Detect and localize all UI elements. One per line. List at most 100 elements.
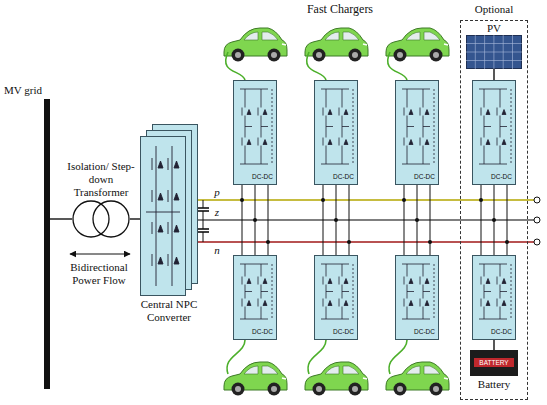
drawing-part — [261, 146, 262, 165]
drawing-part — [497, 299, 498, 307]
grid-busbar — [44, 99, 50, 389]
drawing-part — [321, 89, 349, 90]
annotation: Bidirectional Power Flow — [56, 261, 142, 287]
drawing-part — [466, 43, 522, 44]
drawing-part — [484, 89, 485, 108]
drawing-part — [339, 138, 340, 146]
drawing-part — [203, 232, 204, 242]
section-heading: Fast Chargers — [290, 3, 390, 16]
drawing-part — [502, 110, 506, 115]
drawing-part — [73, 201, 109, 237]
bus-name: p — [212, 186, 222, 199]
drawing-part — [409, 110, 413, 115]
drawing-part — [328, 110, 332, 115]
junction-dot — [240, 198, 509, 244]
drawing-part — [466, 60, 522, 61]
drawing-part — [423, 291, 430, 292]
drawing-part — [307, 52, 326, 80]
drawing-part — [323, 277, 324, 285]
drawing-part — [326, 291, 333, 292]
bus-p — [198, 199, 534, 201]
drawing-part — [420, 108, 421, 116]
drawing-part — [247, 301, 251, 306]
converter-type-label: DC-DC — [491, 173, 512, 181]
capacitor-symbol — [197, 200, 209, 242]
drawing-part — [263, 110, 267, 115]
drawing-part — [342, 146, 343, 165]
drawing-part — [240, 164, 268, 165]
drawing-part — [425, 140, 429, 145]
converter-type-label: DC-DC — [333, 328, 354, 336]
drawing-part — [227, 340, 245, 374]
drawing-part — [321, 264, 353, 319]
converter-schematic — [315, 81, 357, 184]
drawing-part — [420, 138, 421, 146]
drawing-part — [479, 198, 483, 202]
drawing-part — [344, 301, 348, 306]
drawing-part — [323, 108, 324, 116]
drawing-part — [342, 291, 349, 292]
drawing-part — [344, 140, 348, 145]
drawing-part — [434, 264, 435, 319]
drawing-part — [402, 89, 430, 90]
drawing-part — [425, 279, 429, 284]
wire-connector — [493, 69, 494, 80]
converter-schematic — [473, 256, 515, 339]
drawing-part — [534, 197, 540, 203]
drawing-part — [321, 89, 353, 164]
drawing-part — [146, 146, 180, 286]
drawing-part — [328, 301, 332, 306]
drawing-part — [258, 277, 259, 285]
wire-connector — [493, 340, 494, 350]
drawing-part — [328, 279, 332, 284]
drawing-part — [158, 161, 163, 168]
dcdc-node: DC-DC — [472, 255, 516, 340]
dcdc-node: DC-DC — [233, 80, 277, 185]
converter-label: Central NPC Converter — [134, 298, 204, 324]
drawing-part — [402, 89, 434, 164]
pv-node: PV — [466, 22, 522, 69]
drawing-part — [402, 264, 430, 265]
drawing-part — [242, 185, 243, 255]
drawing-part — [511, 89, 512, 164]
drawing-part — [486, 279, 490, 284]
car-icon — [224, 28, 287, 62]
drawing-part — [172, 146, 173, 286]
drawing-part — [500, 307, 501, 320]
battery-label: Battery — [470, 378, 518, 391]
converter-type-label: DC-DC — [491, 328, 512, 336]
drawing-part — [326, 264, 327, 277]
drawing-part — [344, 279, 348, 284]
drawing-part — [342, 126, 349, 127]
drawing-part — [253, 218, 257, 222]
drawing-part — [158, 193, 163, 200]
drawing-part — [342, 89, 343, 108]
drawing-part — [245, 307, 246, 320]
group-heading: Optional — [460, 3, 528, 16]
drawing-part — [247, 140, 251, 145]
drawing-part — [268, 185, 269, 255]
drawing-part — [484, 146, 485, 165]
drawing-part — [502, 279, 506, 284]
drawing-part — [245, 291, 252, 292]
drawing-part — [502, 301, 506, 306]
drawing-part — [402, 319, 430, 320]
drawing-part — [261, 307, 262, 320]
drawing-part — [261, 264, 262, 277]
drawing-part — [197, 207, 209, 209]
drawing-part — [389, 340, 407, 374]
drawing-part — [497, 277, 498, 285]
drawing-part — [407, 264, 408, 277]
drawing-part — [353, 89, 354, 164]
transformer-label: Isolation/ Step-down Transformer — [62, 160, 140, 199]
drawing-part — [434, 89, 435, 164]
drawing-part — [158, 225, 163, 232]
drawing-part — [479, 264, 511, 319]
drawing-part — [423, 307, 424, 320]
drawing-part — [258, 138, 259, 146]
drawing-part — [467, 36, 522, 69]
drawing-part — [409, 140, 413, 145]
drawing-part — [152, 158, 153, 170]
